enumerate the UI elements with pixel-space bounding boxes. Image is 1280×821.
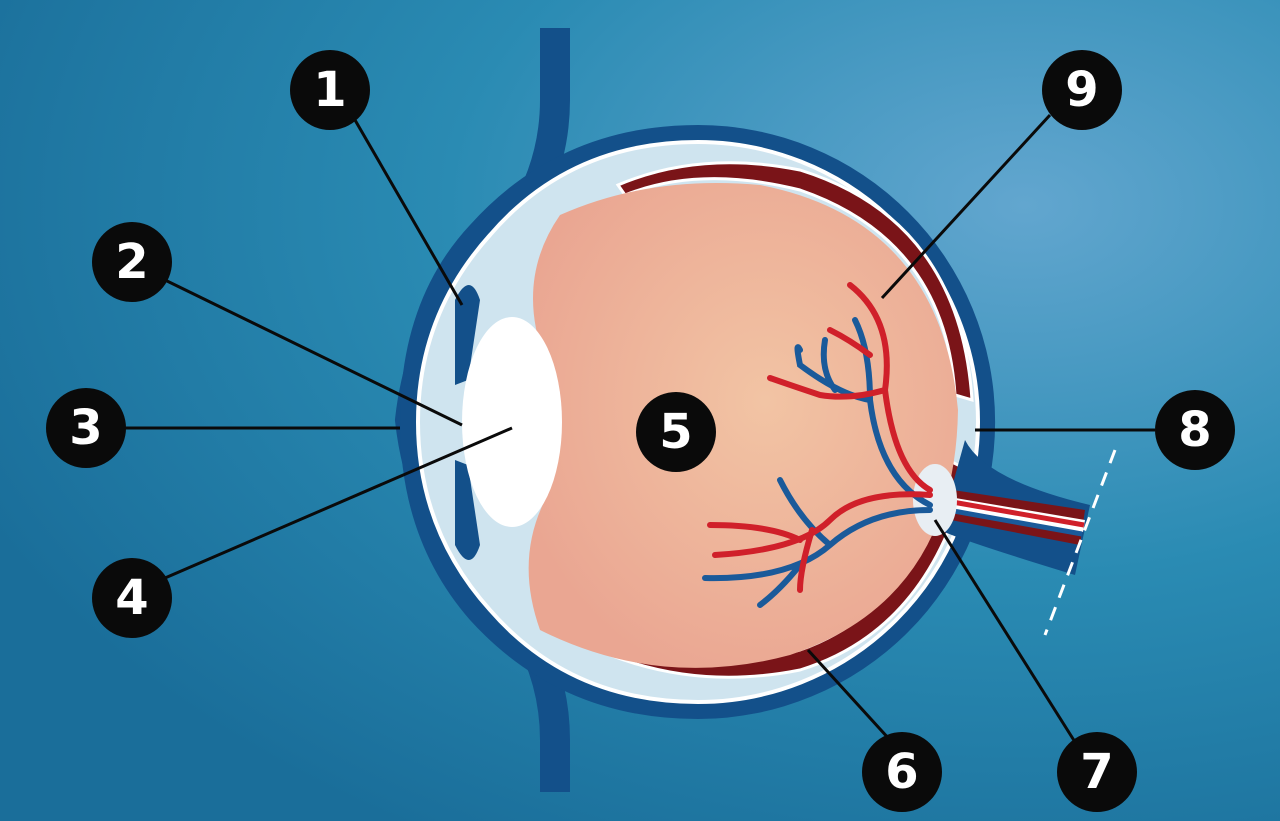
iris bbox=[455, 285, 480, 385]
label-9: 9 bbox=[1042, 50, 1122, 130]
leader-lines bbox=[125, 113, 1155, 743]
label-5: 5 bbox=[636, 392, 716, 472]
cut-line bbox=[1043, 449, 1117, 636]
label-2: 2 bbox=[92, 222, 172, 302]
lens bbox=[462, 317, 562, 527]
vitreous-body bbox=[528, 183, 958, 668]
label-4: 4 bbox=[92, 558, 172, 638]
label-1: 1 bbox=[290, 50, 370, 130]
choroid bbox=[615, 161, 974, 403]
iris-lower bbox=[455, 460, 480, 560]
optic-disc bbox=[913, 464, 957, 536]
label-8: 8 bbox=[1155, 390, 1235, 470]
label-3: 3 bbox=[46, 388, 126, 468]
label-6: 6 bbox=[862, 732, 942, 812]
retinal-vessels bbox=[702, 282, 933, 608]
label-7: 7 bbox=[1057, 732, 1137, 812]
